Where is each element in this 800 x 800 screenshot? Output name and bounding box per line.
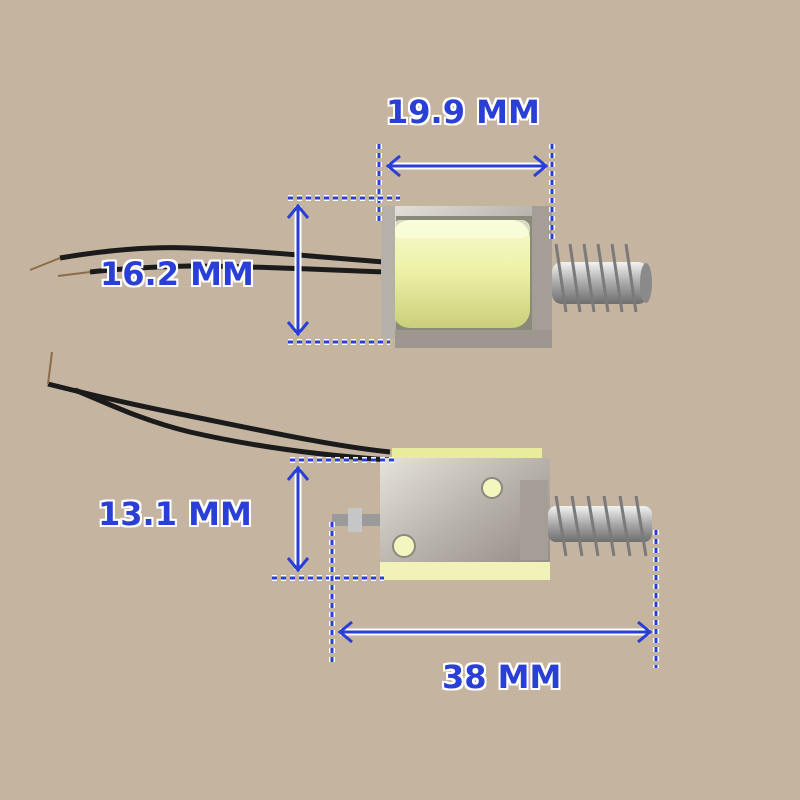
wire-bottom-2 bbox=[74, 387, 391, 463]
coil-top bbox=[392, 220, 530, 328]
height-top-dimension-label: 16.2 MM bbox=[100, 255, 254, 293]
solenoid-bottom bbox=[47, 351, 652, 580]
height-bottom-dimension-label: 13.1 MM bbox=[98, 495, 252, 533]
wire-top-2 bbox=[89, 263, 385, 275]
spring-bottom bbox=[554, 495, 648, 557]
spring-top bbox=[554, 243, 638, 313]
wire-top-1 bbox=[59, 245, 385, 265]
width-dimension-label: 19.9 MM bbox=[386, 93, 540, 131]
solenoid-top bbox=[29, 206, 652, 348]
length-dimension-label: 38 MM bbox=[442, 658, 562, 696]
dimension-lines bbox=[272, 144, 659, 668]
frame-bottom bbox=[380, 458, 550, 580]
